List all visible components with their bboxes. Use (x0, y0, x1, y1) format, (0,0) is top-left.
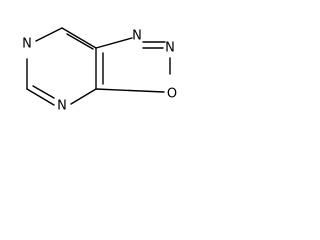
atom-label-n-oxadiazole-2: N (165, 41, 175, 56)
atom-label-n-pyrimidine-bottom: N (57, 99, 67, 114)
atom-label-n-oxadiazole-1: N (132, 29, 142, 44)
bond-n6-c7 (35, 27, 63, 42)
bond-c7-c7a-inner (66, 33, 94, 50)
bond-n4-c5-inner (32, 85, 55, 99)
pyrimidine-oxadiazole-structure: N N N N O (22, 27, 177, 114)
atom-label-o-oxadiazole: O (167, 87, 177, 102)
bond-c7a-n1 (95, 37, 133, 49)
atom-label-n-pyrimidine-top: N (22, 37, 32, 52)
bond-c3a-n4 (70, 88, 97, 105)
bond-n4-c5 (26, 88, 55, 106)
bond-o1-c3a (95, 88, 165, 93)
bond-c7-c7a (61, 27, 97, 49)
